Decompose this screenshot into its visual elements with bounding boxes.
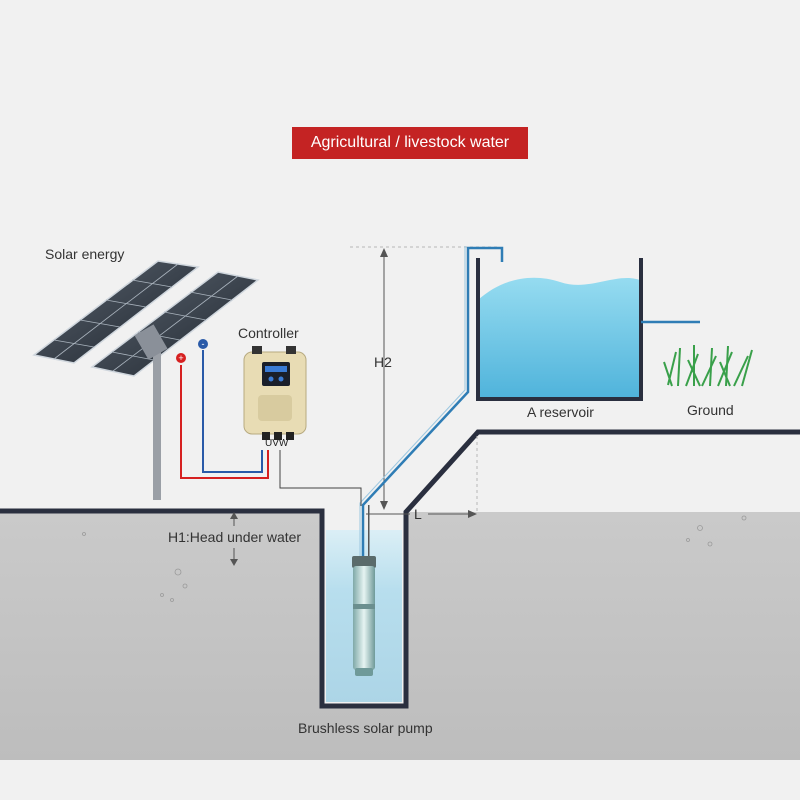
h1-label: H1:Head under water <box>168 529 302 545</box>
l-arrowhead-right <box>468 510 477 518</box>
solar-pole <box>153 350 161 500</box>
uvw-label: UVW <box>265 438 289 449</box>
l-label: L <box>414 506 422 522</box>
pump-cable <box>368 505 370 565</box>
plus-sign: + <box>178 353 183 363</box>
grass <box>663 345 753 387</box>
minus-sign: - <box>202 339 205 349</box>
pump-head <box>352 556 376 568</box>
upper-terrain <box>406 432 800 512</box>
ground-line <box>0 429 800 709</box>
title-banner: Agricultural / livestock water <box>292 127 528 159</box>
reservoir-water <box>478 262 640 399</box>
h2-arrow-bottom <box>380 501 388 510</box>
reservoir-wave <box>478 262 640 300</box>
h1-arrowhead-down <box>230 559 238 566</box>
ground-label: Ground <box>687 402 734 418</box>
solar-energy-label: Solar energy <box>45 246 125 262</box>
pump-band <box>353 604 375 609</box>
h1-arrowhead-up <box>230 512 238 519</box>
h2-arrow-top <box>380 248 388 257</box>
negative-terminal <box>198 339 208 349</box>
h2-label: H2 <box>374 354 392 370</box>
delivery-pipe <box>361 246 504 560</box>
pump-body <box>353 566 375 670</box>
ground-section <box>0 512 800 760</box>
controller-label: Controller <box>238 325 299 341</box>
ground-bubbles <box>82 515 747 602</box>
positive-terminal <box>176 353 186 363</box>
pump-bottom <box>355 668 373 676</box>
pump-label: Brushless solar pump <box>298 720 433 736</box>
pump-wire <box>279 450 362 506</box>
delivery-pipe-outline <box>359 246 466 560</box>
positive-wire <box>180 365 269 479</box>
solar-mount <box>134 324 168 360</box>
reservoir-label: A reservoir <box>527 404 594 420</box>
reservoir-wall <box>476 258 643 401</box>
controller-device <box>243 346 307 440</box>
negative-wire <box>202 350 263 473</box>
solar-panel-grid <box>53 263 239 372</box>
